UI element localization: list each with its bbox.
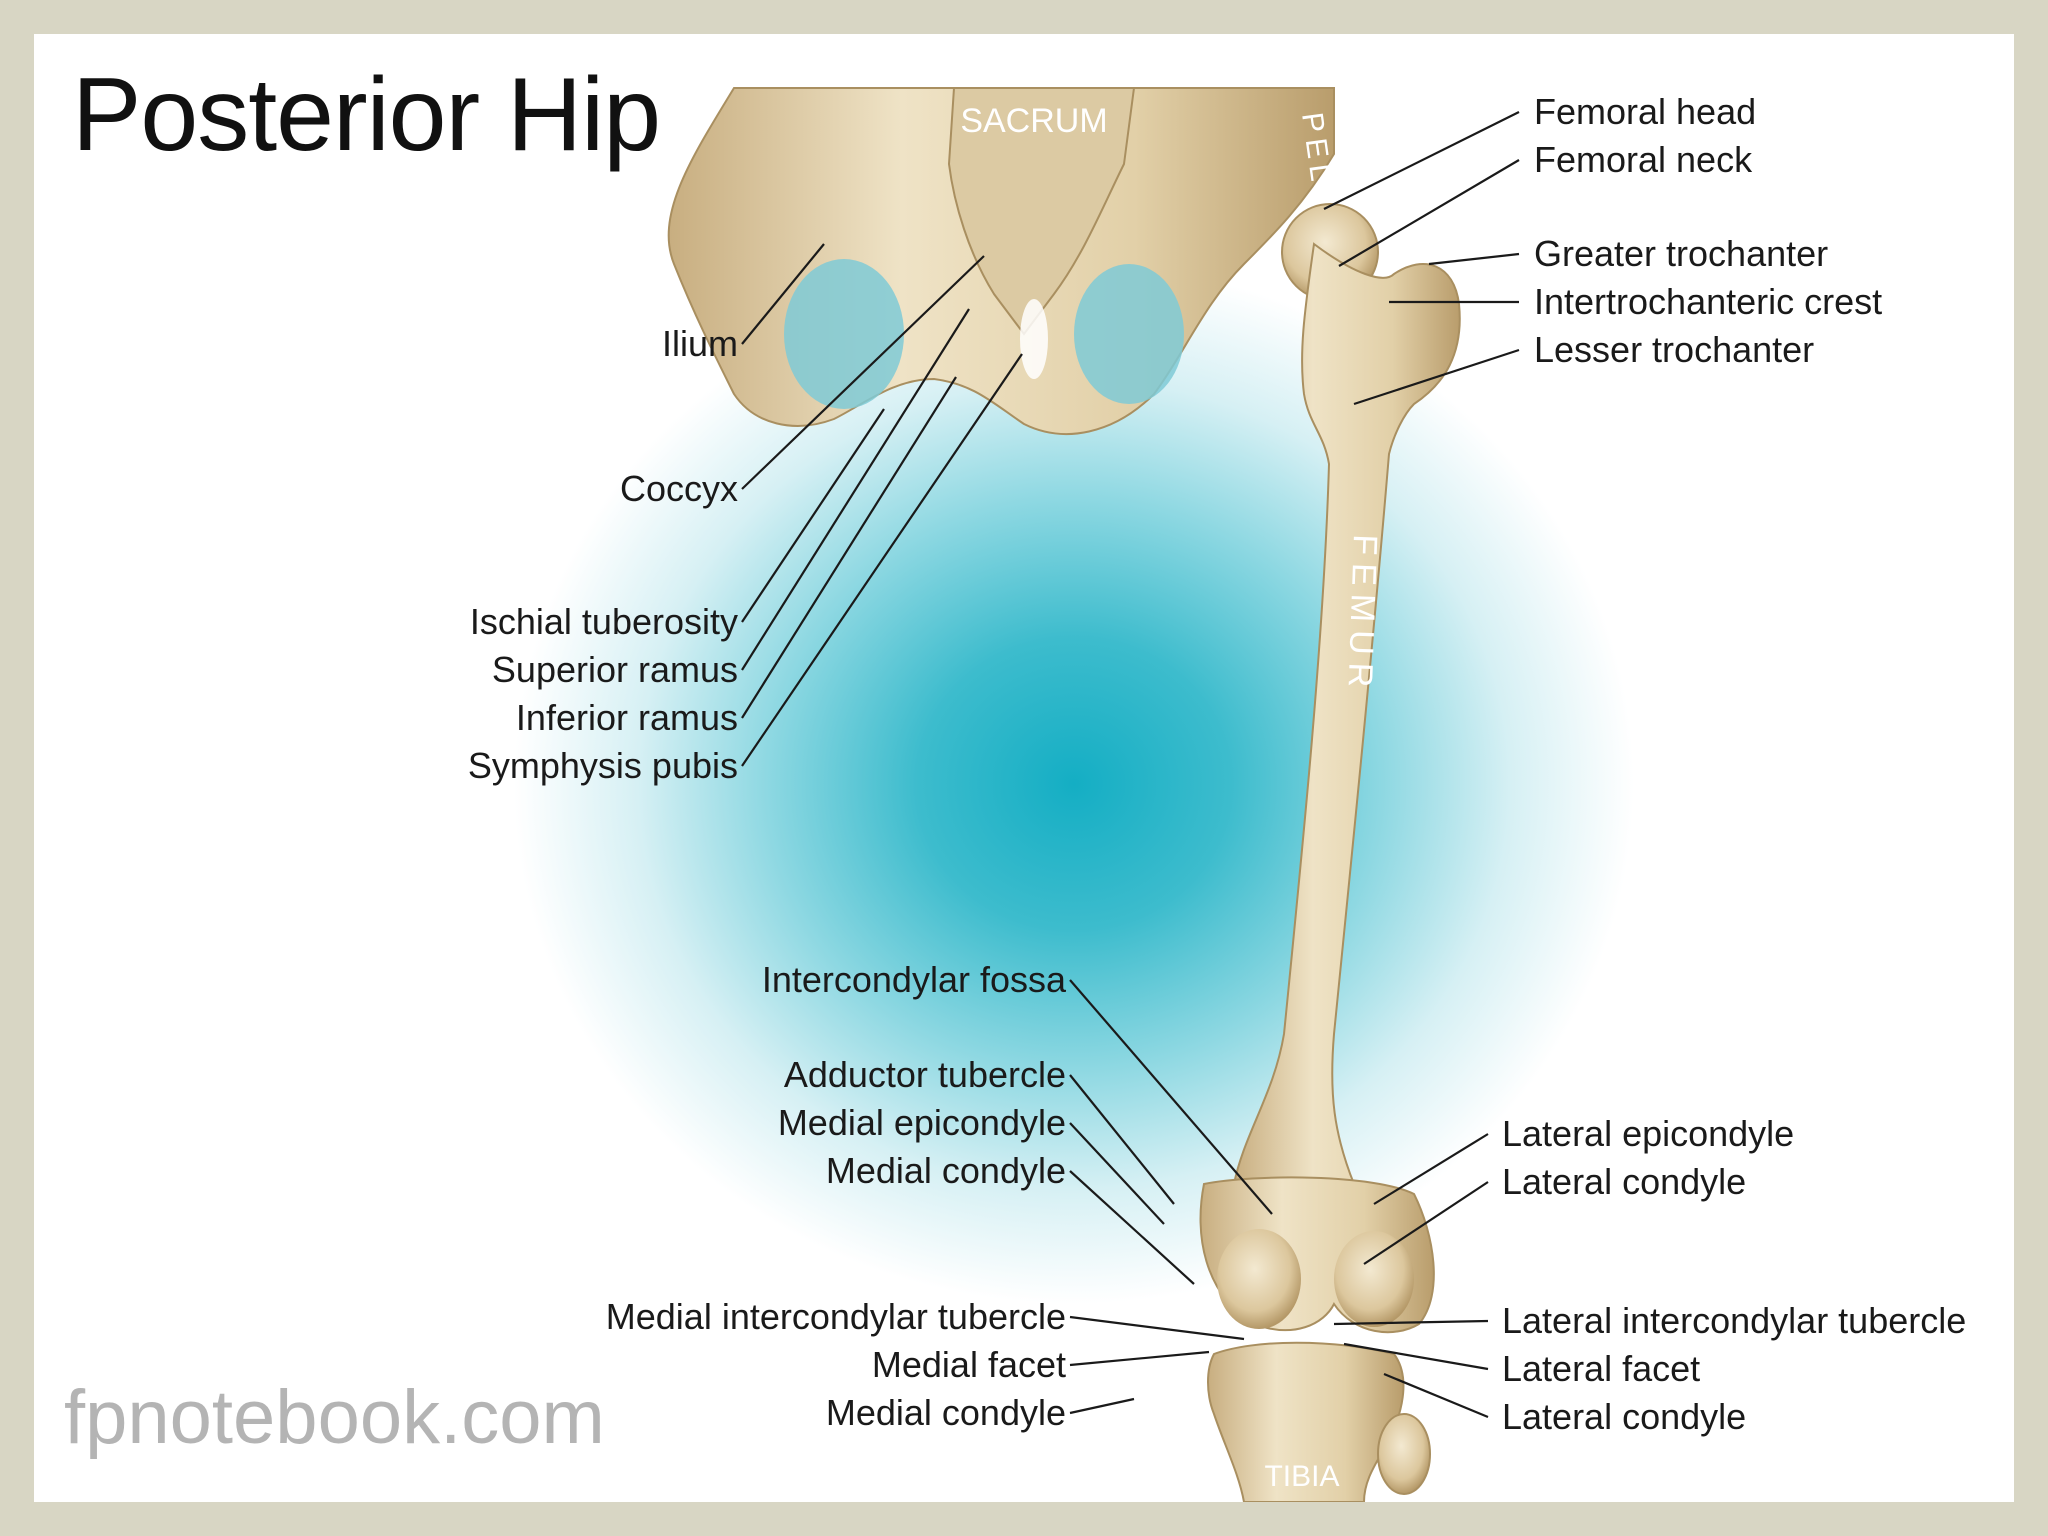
symphysis — [1020, 299, 1048, 379]
watermark: fpnotebook.com — [64, 1375, 605, 1460]
fibula-head — [1377, 1413, 1431, 1495]
leader-adductor-tubercle — [1069, 1074, 1175, 1205]
leader-medial-facet — [1069, 1350, 1210, 1367]
leader-lateral-intercondylar-tubercle — [1333, 1319, 1489, 1326]
label-medial-condyle-femur: Medial condyle — [825, 1150, 1066, 1191]
leader-lateral-facet — [1343, 1342, 1489, 1371]
leader-lateral-epicondyle — [1373, 1133, 1489, 1205]
label-adductor-tubercle: Adductor tubercle — [783, 1054, 1066, 1095]
label-medial-epicondyle: Medial epicondyle — [777, 1102, 1066, 1143]
leader-symphysis-pubis — [741, 353, 1023, 767]
leader-superior-ramus — [741, 308, 970, 671]
leader-medial-condyle-femur — [1069, 1170, 1195, 1285]
label-superior-ramus: Superior ramus — [491, 649, 738, 690]
label-intertrochanteric-crest: Intertrochanteric crest — [1534, 281, 1883, 322]
leader-lines-left — [741, 243, 1273, 1415]
label-femoral-neck: Femoral neck — [1534, 139, 1753, 180]
obturator-foramen-right — [1074, 264, 1184, 404]
label-lateral-condyle-tibia: Lateral condyle — [1502, 1396, 1747, 1437]
leader-medial-condyle-tibia — [1069, 1397, 1135, 1415]
label-ischial-tuberosity: Ischial tuberosity — [469, 601, 738, 642]
label-lesser-trochanter: Lesser trochanter — [1534, 329, 1815, 370]
tibia-text: TIBIA — [1264, 1460, 1339, 1493]
leader-femoral-head — [1323, 111, 1520, 210]
leader-medial-intercondylar-tubercle — [1069, 1315, 1245, 1341]
label-medial-condyle-tibia: Medial condyle — [825, 1392, 1066, 1433]
diagram-frame: SACRUM PELVIS FEMUR TIBIA — [34, 34, 2014, 1502]
label-coccyx: Coccyx — [619, 468, 738, 509]
label-lateral-facet: Lateral facet — [1502, 1348, 1701, 1389]
label-greater-trochanter: Greater trochanter — [1534, 233, 1829, 274]
label-intercondylar-fossa: Intercondylar fossa — [761, 959, 1066, 1000]
femur-text: FEMUR — [1340, 534, 1384, 696]
leader-greater-trochanter — [1428, 252, 1520, 266]
leader-ischial-tuberosity — [741, 408, 885, 623]
label-medial-intercondylar-tubercle: Medial intercondylar tubercle — [605, 1296, 1066, 1337]
label-medial-facet: Medial facet — [871, 1344, 1066, 1385]
medial-condyle-femur-shape — [1217, 1229, 1301, 1329]
label-lateral-epicondyle: Lateral epicondyle — [1502, 1113, 1795, 1154]
label-inferior-ramus: Inferior ramus — [515, 697, 738, 738]
leader-intercondylar-fossa — [1069, 979, 1273, 1215]
leader-coccyx — [741, 255, 985, 490]
label-lateral-intercondylar-tubercle: Lateral intercondylar tubercle — [1502, 1300, 1967, 1341]
label-ilium: Ilium — [661, 323, 738, 364]
leader-medial-epicondyle — [1069, 1122, 1165, 1225]
label-lateral-condyle-femur: Lateral condyle — [1502, 1161, 1747, 1202]
diagram-title: Posterior Hip — [72, 57, 661, 173]
leader-lateral-condyle-femur — [1363, 1181, 1489, 1265]
leader-femoral-neck — [1338, 159, 1520, 267]
leader-inferior-ramus — [741, 376, 957, 719]
sacrum-text: SACRUM — [960, 102, 1107, 140]
pelvis-bone: SACRUM PELVIS — [667, 87, 1347, 435]
label-femoral-head: Femoral head — [1534, 91, 1757, 132]
femur-bone: FEMUR — [1199, 203, 1461, 1334]
leader-ilium — [741, 243, 825, 345]
lateral-condyle-femur-shape — [1334, 1231, 1414, 1327]
leader-lateral-condyle-tibia — [1383, 1372, 1489, 1419]
sacrum-bone — [947, 87, 1136, 336]
leader-lines-right — [1323, 111, 1520, 1419]
label-symphysis-pubis: Symphysis pubis — [467, 745, 738, 786]
tibia-bone: TIBIA — [1207, 1341, 1431, 1502]
obturator-foramen-left — [784, 259, 904, 409]
anatomy-illustration: SACRUM PELVIS FEMUR TIBIA — [667, 87, 1520, 1502]
leader-lesser-trochanter — [1353, 348, 1520, 406]
